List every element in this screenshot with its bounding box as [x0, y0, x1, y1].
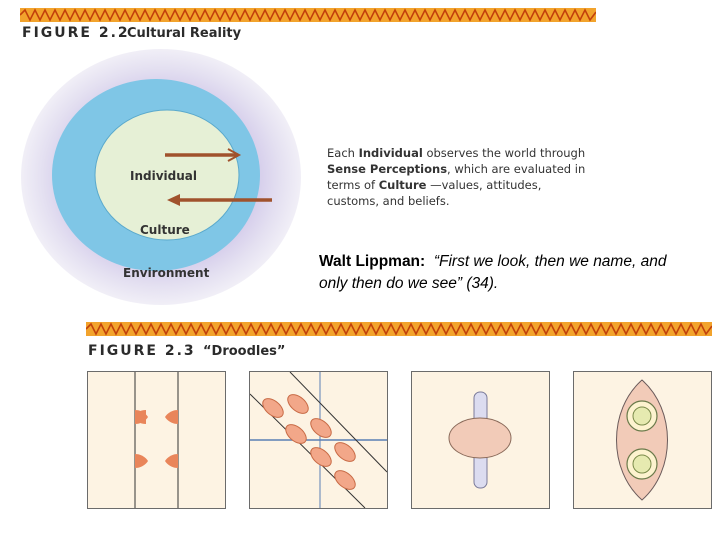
droodle-4-drawing	[616, 379, 668, 501]
cultural-reality-diagram	[21, 49, 301, 305]
figure-2-2-label: FIGURE 2.2	[22, 25, 130, 41]
figure-2-2-description: Each Individual observes the world throu…	[327, 146, 586, 208]
environment-label: Environment	[123, 266, 210, 280]
lippman-quote: Walt Lippman: “First we look, then we na…	[319, 251, 679, 295]
zigzag-border-top	[20, 8, 596, 22]
droodle-panel-1	[87, 371, 226, 509]
figure-2-3-title: “Droodles”	[203, 344, 286, 359]
individual-label: Individual	[130, 169, 197, 183]
droodle-panel-3	[411, 371, 550, 509]
quote-text: “First we look, then we name, and only t…	[319, 253, 667, 292]
figure-2-3-label: FIGURE 2.3	[88, 343, 196, 359]
zigzag-border-bottom	[86, 322, 712, 336]
quote-speaker: Walt Lippman:	[319, 253, 426, 270]
droodle-2-drawing	[250, 372, 387, 508]
droodle-panel-2	[249, 371, 388, 509]
figure-2-2-title: Cultural Reality	[127, 26, 242, 41]
droodle-3-drawing	[448, 391, 512, 489]
culture-label: Culture	[140, 223, 190, 237]
droodle-panel-4	[573, 371, 712, 509]
perception-arrows	[165, 148, 272, 206]
droodle-1-drawing	[134, 372, 179, 508]
individual-circle	[94, 109, 240, 241]
